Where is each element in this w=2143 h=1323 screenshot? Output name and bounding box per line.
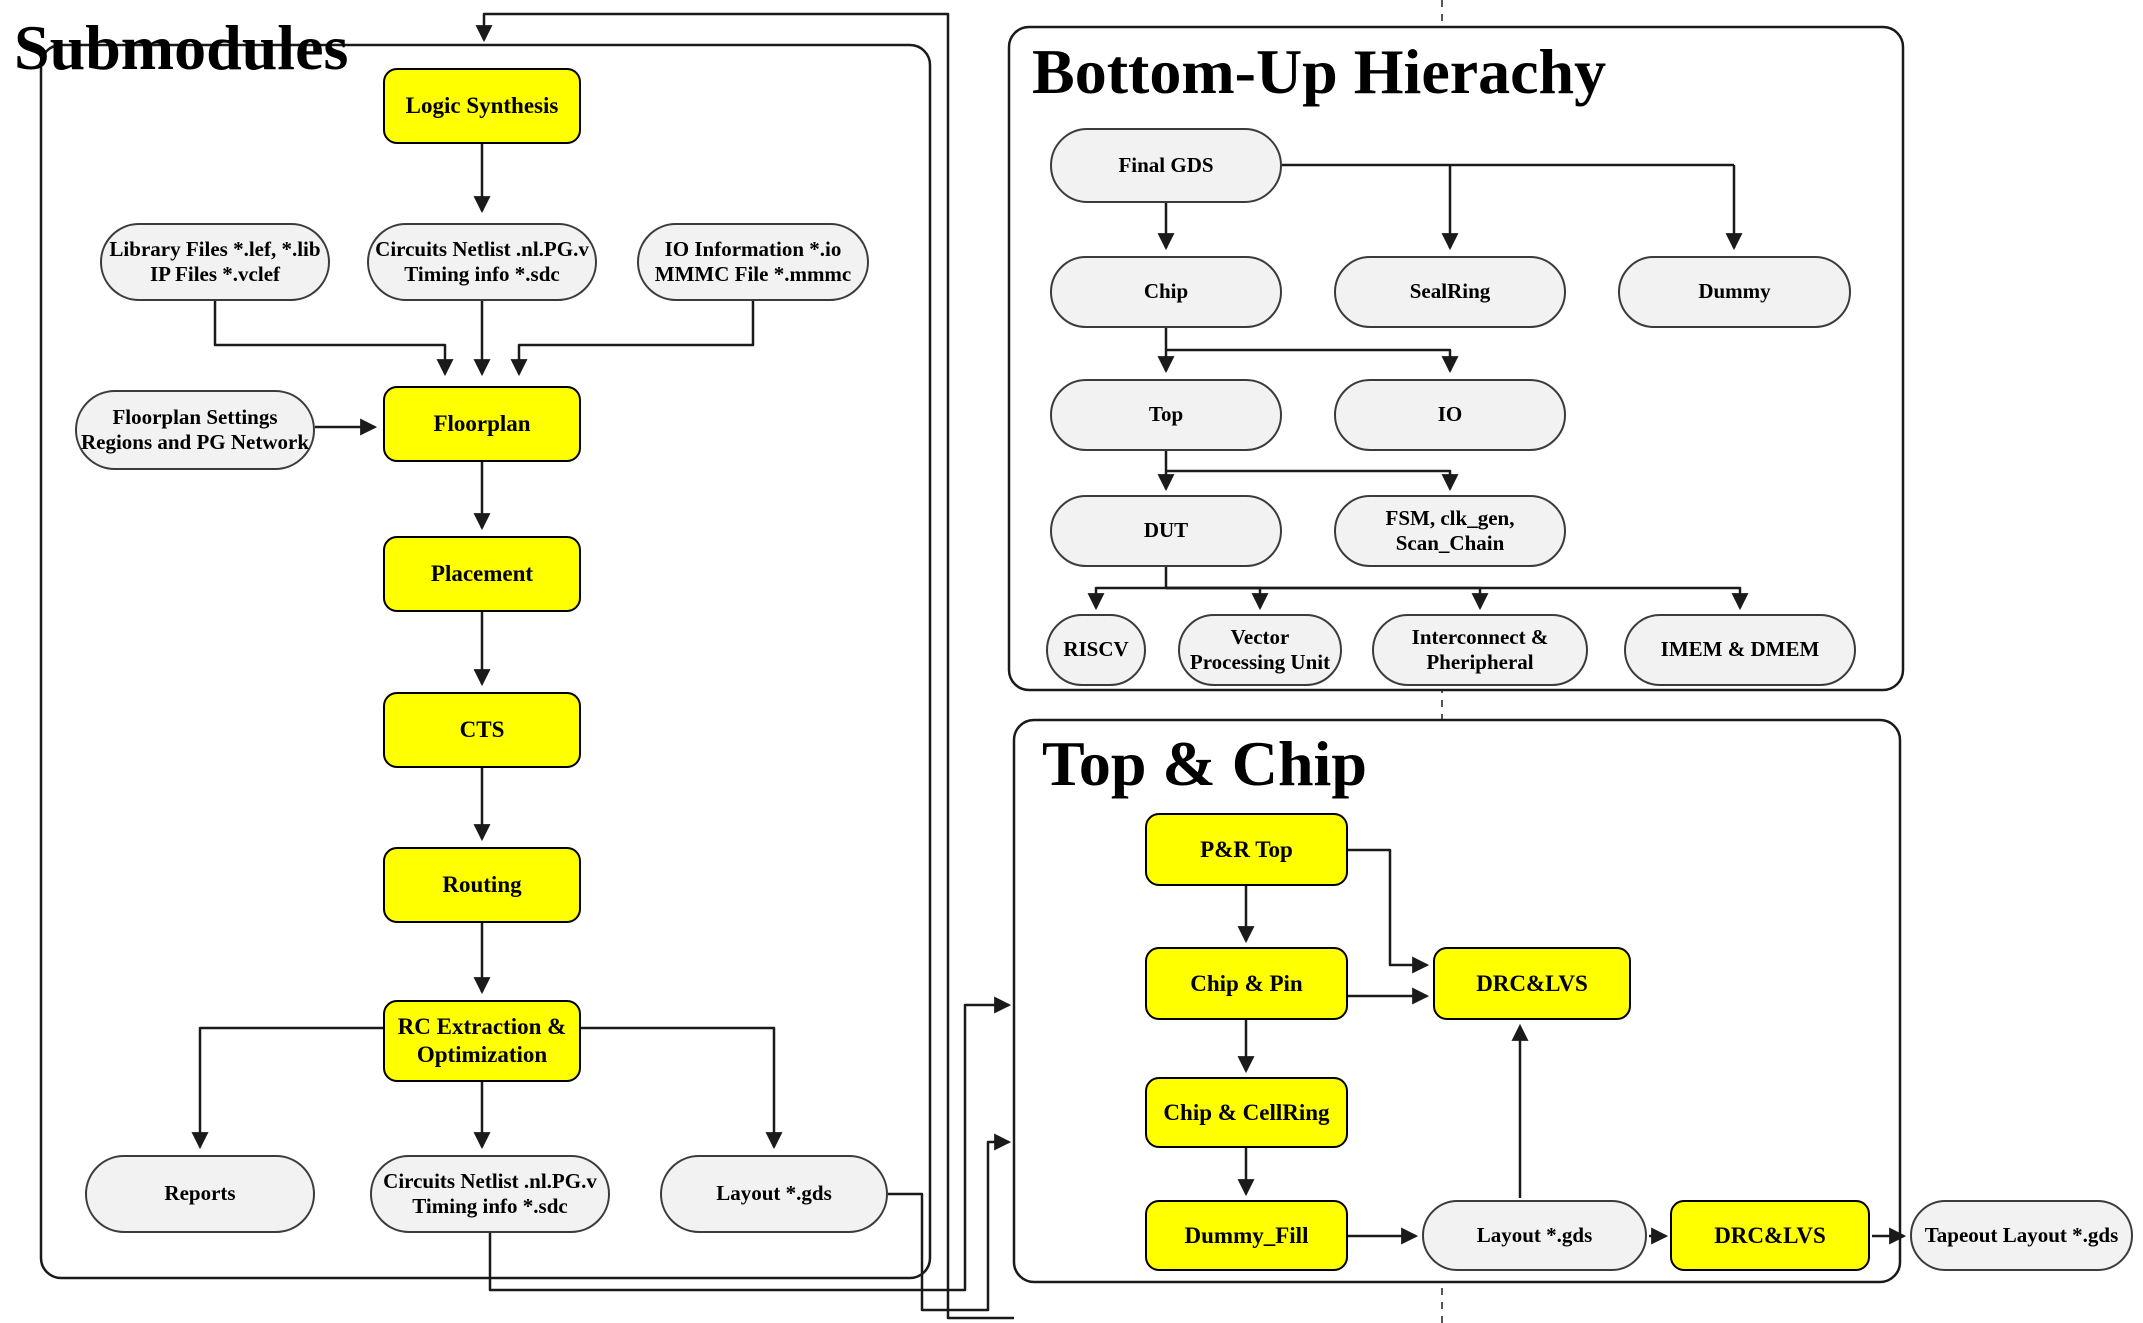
connector-prtop-to-drclvs <box>1348 848 1430 974</box>
node-dut: DUT <box>1050 495 1282 567</box>
node-dummy: Dummy <box>1618 256 1851 328</box>
node-chip-cellring: Chip & CellRing <box>1145 1077 1348 1148</box>
node-label: CTS <box>459 717 505 743</box>
node-label: Processing Unit <box>1189 650 1331 674</box>
node-drclvs-upper: DRC&LVS <box>1433 947 1631 1020</box>
node-interconnect-pheripheral: Interconnect & Pheripheral <box>1372 614 1588 686</box>
node-label: Regions and PG Network <box>80 430 310 454</box>
node-label: Vector <box>1230 624 1290 649</box>
node-label: Layout *.gds <box>716 1181 832 1206</box>
connector-rc-to-layout-out <box>581 1026 783 1150</box>
node-io-information: IO Information *.io MMMC File *.mmmc <box>637 223 869 301</box>
node-io: IO <box>1334 379 1566 451</box>
node-riscv: RISCV <box>1046 614 1146 686</box>
node-top: Top <box>1050 379 1282 451</box>
node-label: Final GDS <box>1118 152 1214 177</box>
node-rc-extraction: RC Extraction & Optimization <box>383 1000 581 1082</box>
connector-topchip-to-logic-synthesis <box>475 12 1014 1320</box>
node-label: Interconnect & <box>1411 624 1549 649</box>
node-label: Reports <box>164 1181 236 1206</box>
node-label: Dummy <box>1698 279 1771 304</box>
node-label: MMMC File *.mmmc <box>654 262 852 286</box>
node-floorplan: Floorplan <box>383 386 581 462</box>
connector-chip-to-io <box>1166 348 1459 374</box>
node-circuits-netlist-out: Circuits Netlist .nl.PG.v Timing info *.… <box>370 1155 610 1233</box>
node-placement: Placement <box>383 536 581 612</box>
node-label: Layout *.gds <box>1476 1222 1593 1247</box>
submodules-panel <box>39 43 932 1280</box>
node-label: IMEM & DMEM <box>1660 637 1820 662</box>
node-label: RC Extraction & <box>397 1014 567 1040</box>
node-label: RISCV <box>1063 637 1129 662</box>
submodules-panel-title: Submodules <box>14 12 349 83</box>
node-fsm-clkgen-scanchain: FSM, clk_gen, Scan_Chain <box>1334 495 1566 567</box>
connector-top-to-fsm <box>1166 469 1459 492</box>
node-label: DUT <box>1143 518 1189 543</box>
node-drclvs-lower: DRC&LVS <box>1670 1200 1870 1271</box>
connector-dut-to-riscv <box>1087 586 1166 611</box>
connector-ioinfo-to-floorplan <box>510 301 755 377</box>
node-label: Floorplan <box>433 411 531 437</box>
node-layout-gds-out: Layout *.gds <box>660 1155 888 1233</box>
connector-layout-out-to-topchip <box>888 1133 1012 1312</box>
bottom-up-hierachy-panel <box>1007 25 1905 692</box>
node-label: Chip & CellRing <box>1163 1099 1330 1125</box>
node-tapeout-layout: Tapeout Layout *.gds <box>1910 1200 2133 1271</box>
node-label: Chip <box>1143 279 1189 304</box>
node-routing: Routing <box>383 847 581 923</box>
node-label: SealRing <box>1409 279 1491 304</box>
bottom-up-hierachy-panel-title: Bottom-Up Hierachy <box>1032 36 1607 107</box>
node-library-files: Library Files *.lef, *.lib IP Files *.vc… <box>100 223 330 301</box>
node-chip-pin: Chip & Pin <box>1145 947 1348 1020</box>
node-floorplan-settings: Floorplan Settings Regions and PG Networ… <box>75 390 315 470</box>
node-label: FSM, clk_gen, <box>1385 505 1515 530</box>
node-label: Optimization <box>416 1042 548 1067</box>
node-label: DRC&LVS <box>1476 970 1588 996</box>
node-label: Library Files *.lef, *.lib <box>109 236 321 261</box>
node-label: DRC&LVS <box>1714 1222 1826 1248</box>
node-label: Circuits Netlist .nl.PG.v <box>375 236 589 261</box>
node-label: Tapeout Layout *.gds <box>1924 1222 2119 1247</box>
node-layout-gds-topchip: Layout *.gds <box>1422 1200 1647 1271</box>
node-vector-processing-unit: Vector Processing Unit <box>1178 614 1342 686</box>
connector-libfiles-to-floorplan <box>213 301 454 377</box>
node-label: P&R Top <box>1200 836 1293 862</box>
node-label: Chip & Pin <box>1190 970 1303 996</box>
node-chip: Chip <box>1050 256 1282 328</box>
node-pr-top: P&R Top <box>1145 813 1348 886</box>
node-label: IO <box>1437 402 1463 427</box>
node-reports: Reports <box>85 1155 315 1233</box>
node-label: Timing info *.sdc <box>412 1194 568 1218</box>
node-sealring: SealRing <box>1334 256 1566 328</box>
connector-netlist-out-to-topchip <box>488 996 1012 1292</box>
node-label: Top <box>1148 402 1184 427</box>
node-dummy-fill: Dummy_Fill <box>1145 1200 1348 1271</box>
node-logic-synthesis: Logic Synthesis <box>383 68 581 144</box>
node-label: Dummy_Fill <box>1184 1222 1309 1248</box>
node-imem-dmem: IMEM & DMEM <box>1624 614 1856 686</box>
node-label: IP Files *.vclef <box>149 262 281 286</box>
node-label: IO Information *.io <box>664 236 842 261</box>
node-cts: CTS <box>383 692 581 768</box>
node-label: Timing info *.sdc <box>404 262 560 286</box>
node-label: Floorplan Settings <box>112 404 278 429</box>
top-chip-panel-title: Top & Chip <box>1042 728 1367 799</box>
node-label: Placement <box>430 561 534 587</box>
connector-rc-to-reports <box>191 1026 383 1150</box>
node-label: Logic Synthesis <box>405 93 559 119</box>
node-label: Circuits Netlist .nl.PG.v <box>383 1168 597 1193</box>
node-circuits-netlist-in: Circuits Netlist .nl.PG.v Timing info *.… <box>367 223 597 301</box>
node-final-gds: Final GDS <box>1050 128 1282 203</box>
node-label: Scan_Chain <box>1395 531 1505 555</box>
connector-dut-to-imem <box>1166 586 1749 611</box>
node-label: Pheripheral <box>1426 650 1534 674</box>
node-label: Routing <box>442 872 522 898</box>
